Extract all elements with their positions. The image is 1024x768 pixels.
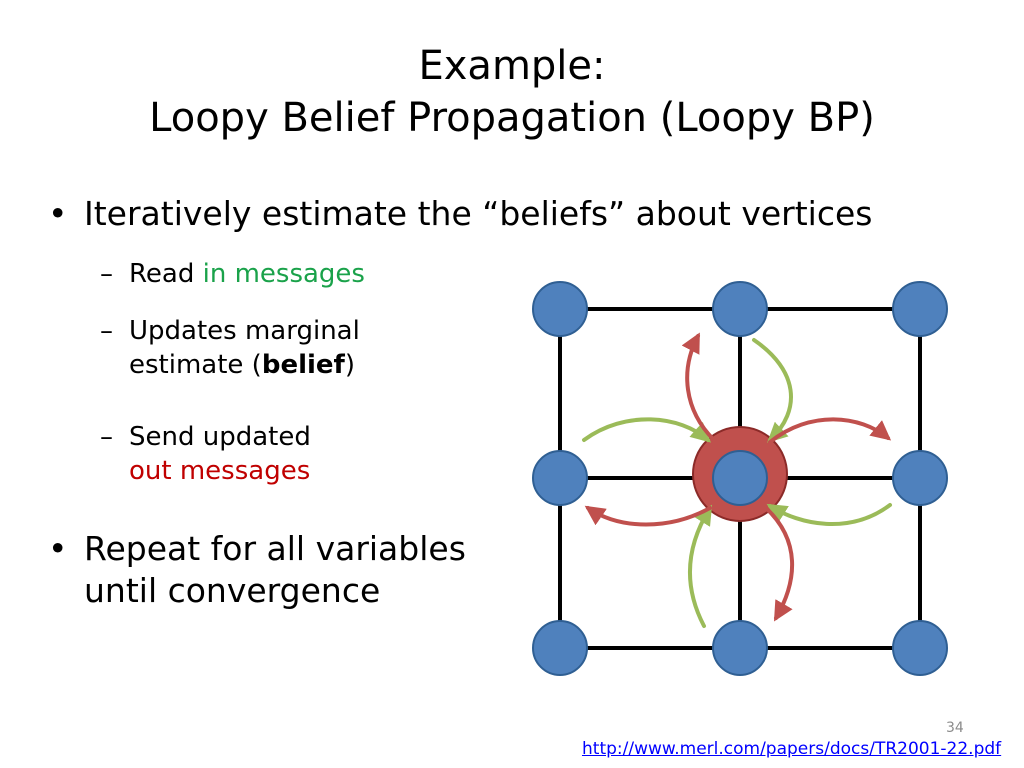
in-message-arrow-from-top [752,338,793,443]
sub-bullet-line-2-pre: estimate ( [129,350,262,380]
out-message-arrow-to-top [681,332,716,442]
in-message-arrow-from-left [582,417,711,443]
node-center [712,450,768,506]
sub-bullet-line-1: Send updated [129,422,311,452]
out-message-arrows [584,332,892,622]
bullet-marker: • [48,194,68,233]
sub-bullet-line-2-post: ) [344,350,355,380]
belief-label: belief [261,350,345,380]
bullet-line-2: until convergence [84,571,381,610]
node-middle-left [532,450,588,506]
sub-bullet-marker: – [100,422,113,452]
in-messages-label: in messages [202,259,365,289]
bullet-repeat: • Repeat for all variables until converg… [48,528,466,612]
grid-nodes [532,281,948,676]
title-line-2: Loopy Belief Propagation (Loopy BP) [149,95,875,141]
sub-bullet-updates: – Updates marginal estimate (belief) [100,314,360,382]
in-message-arrows [582,338,892,628]
page-number: 34 [946,720,964,736]
node-bottom-left [532,620,588,676]
in-message-arrow-from-bottom [687,504,713,628]
sub-bullet-send: – Send updated out messages [100,420,311,488]
reference-link[interactable]: http://www.merl.com/papers/docs/TR2001-2… [582,739,1002,759]
node-top-middle [712,281,768,337]
node-bottom-right [892,620,948,676]
in-message-arrow-from-right [766,503,892,526]
out-messages-label: out messages [129,456,311,486]
out-message-arrow-to-bottom [764,506,794,622]
node-middle-right [892,450,948,506]
bullet-iteratively: • Iteratively estimate the “beliefs” abo… [48,193,872,235]
bullet-marker: • [48,529,68,568]
node-top-right [892,281,948,337]
sub-bullet-read: – Read in messages [100,257,365,291]
sub-bullet-marker: – [100,259,113,289]
node-bottom-middle [712,620,768,676]
loopy-bp-grid-diagram [532,281,948,676]
slide-title: Example: Loopy Belief Propagation (Loopy… [0,40,1024,144]
out-message-arrow-to-left [584,505,712,527]
bullet-text: Iteratively estimate the “beliefs” about… [84,194,873,233]
out-message-arrow-to-right [768,417,892,444]
bullet-line-1: Repeat for all variables [84,529,466,568]
node-top-left [532,281,588,337]
title-line-1: Example: [418,43,606,89]
sub-bullet-marker: – [100,316,113,346]
sub-bullet-line-1: Updates marginal [129,316,360,346]
sub-bullet-text: Read [129,259,203,289]
